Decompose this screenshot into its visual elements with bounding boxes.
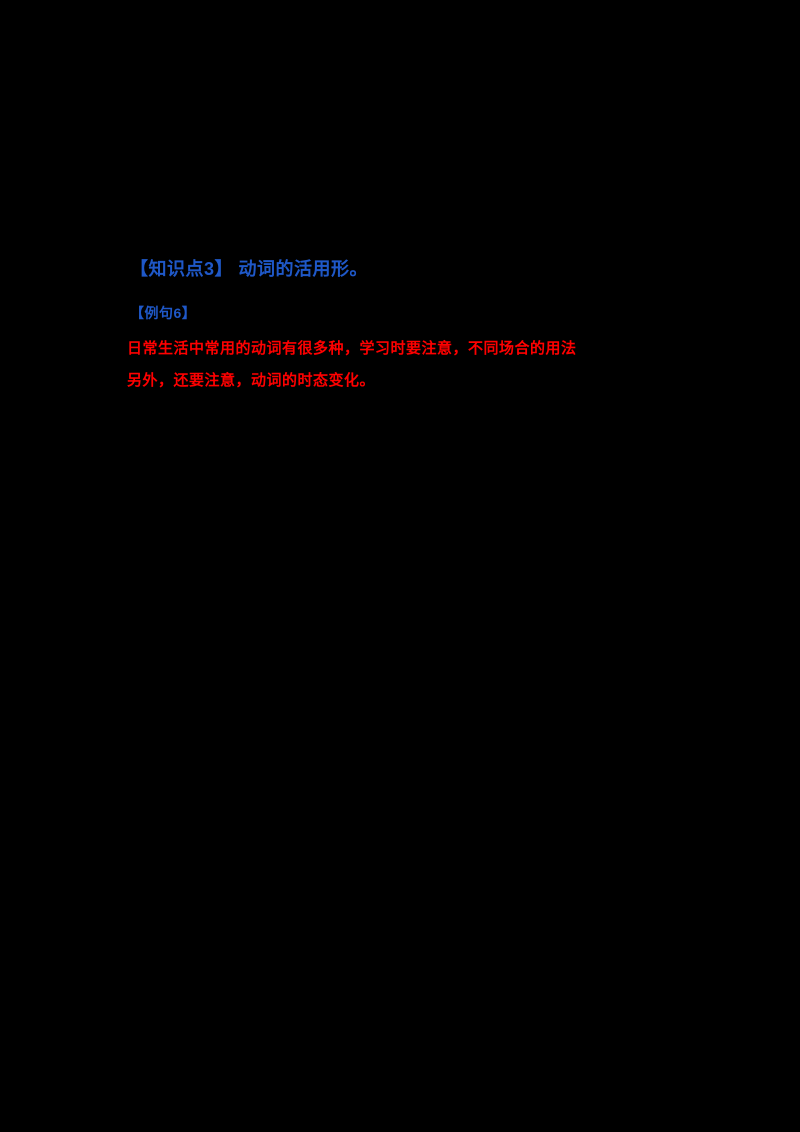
example-paragraph: 日常生活中常用的动词有很多种，学习时要注意，不同场合的用法 另外，还要注意，动词… — [127, 333, 697, 397]
paragraph-line-2: 另外，还要注意，动词的时态变化。 — [127, 372, 376, 389]
section-heading: 【知识点3】 动词的活用形。 — [130, 259, 369, 279]
paragraph-line-1: 日常生活中常用的动词有很多种，学习时要注意，不同场合的用法 — [127, 340, 577, 357]
example-label: 【例句6】 — [130, 305, 197, 321]
